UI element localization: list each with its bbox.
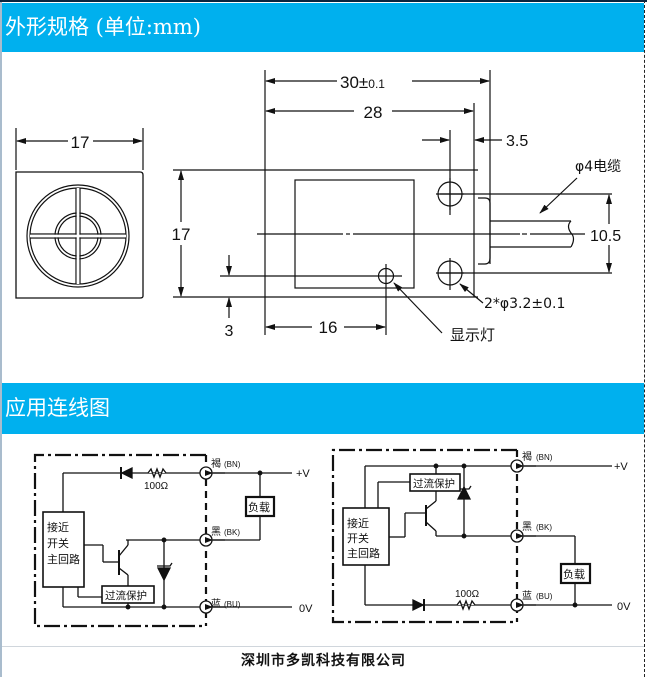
right-main-block-line1: 接近 [347, 517, 369, 530]
section-header-dimensions: 外形规格 (单位:mm) [2, 3, 644, 52]
right-terminal-bn-color: 褐 [522, 450, 532, 463]
led-horizontal-label: 16 [319, 318, 338, 337]
left-circuit [33, 453, 292, 628]
overall-length-label: 30±0.1 [340, 73, 385, 92]
right-terminal-bn-code: (BN) [536, 453, 553, 462]
right-terminal-bu-code: (BU) [536, 592, 553, 601]
cable-label: φ4电缆 [575, 159, 621, 175]
left-terminal-bn-color: 褐 [211, 457, 221, 470]
section-title-dimensions: 外形规格 (单位:mm) [5, 15, 201, 39]
left-supply-plus: +V [296, 468, 310, 480]
right-main-block-line2: 开关 [347, 531, 369, 545]
right-circuit-labels: 接近 开关 主回路 过流保护 负载 100Ω 褐 (BN) 黑 (BK) 蓝 (… [347, 450, 631, 613]
top-border [0, 0, 647, 2]
right-supply-zero: 0V [617, 601, 631, 613]
left-supply-zero: 0V [299, 603, 313, 615]
left-main-block-line1: 接近 [47, 521, 69, 534]
front-view [15, 128, 144, 299]
led-vertical-label: 3 [225, 323, 234, 340]
left-main-block-line3: 主回路 [47, 553, 80, 566]
right-supply-plus: +V [614, 461, 628, 473]
left-load-label: 负载 [248, 500, 270, 514]
left-protection-label: 过流保护 [105, 589, 147, 602]
wiring-diagrams: 接近 开关 主回路 过流保护 负载 100Ω 褐 (BN) 黑 (BK) 蓝 (… [33, 448, 631, 628]
left-circuit-labels: 接近 开关 主回路 过流保护 负载 100Ω 褐 (BN) 黑 (BK) 蓝 (… [47, 457, 313, 615]
led-label: 显示灯 [450, 326, 495, 344]
right-terminal-bu-color: 蓝 [522, 590, 532, 602]
body-length-label: 28 [364, 103, 383, 122]
hole-label: 2*φ3.2±0.1 [484, 296, 565, 312]
left-main-block-line2: 开关 [47, 536, 69, 550]
left-terminal-bk-color: 黑 [211, 526, 221, 538]
flange-label: 3.5 [506, 133, 528, 150]
right-terminal-bk-color: 黑 [522, 521, 532, 533]
left-terminal-bu-color: 蓝 [211, 598, 221, 610]
footer-company: 深圳市多凯科技有限公司 [241, 653, 406, 669]
right-load-label: 负载 [563, 567, 585, 581]
left-terminal-bu-code: (BU) [224, 600, 241, 609]
right-resistor-label: 100Ω [455, 589, 480, 600]
hole-spacing-label: 10.5 [590, 228, 621, 245]
footer-divider [2, 646, 644, 647]
left-resistor-label: 100Ω [144, 481, 169, 492]
right-terminal-bk-code: (BK) [536, 523, 552, 532]
right-main-block-line3: 主回路 [347, 547, 380, 560]
left-terminal-bk-code: (BK) [224, 528, 240, 537]
section-header-wiring: 应用连线图 [2, 383, 644, 434]
front-width-label: 17 [71, 133, 90, 152]
dimension-drawing: 17 30±0.1 28 3.5 17 3 16 10.5 φ4电缆 2*φ3.… [15, 70, 621, 344]
height-label: 17 [172, 225, 191, 244]
right-circuit [331, 448, 612, 624]
section-title-wiring: 应用连线图 [5, 396, 110, 420]
right-protection-label: 过流保护 [413, 477, 455, 490]
side-view [173, 70, 612, 335]
left-terminal-bn-code: (BN) [224, 460, 241, 469]
